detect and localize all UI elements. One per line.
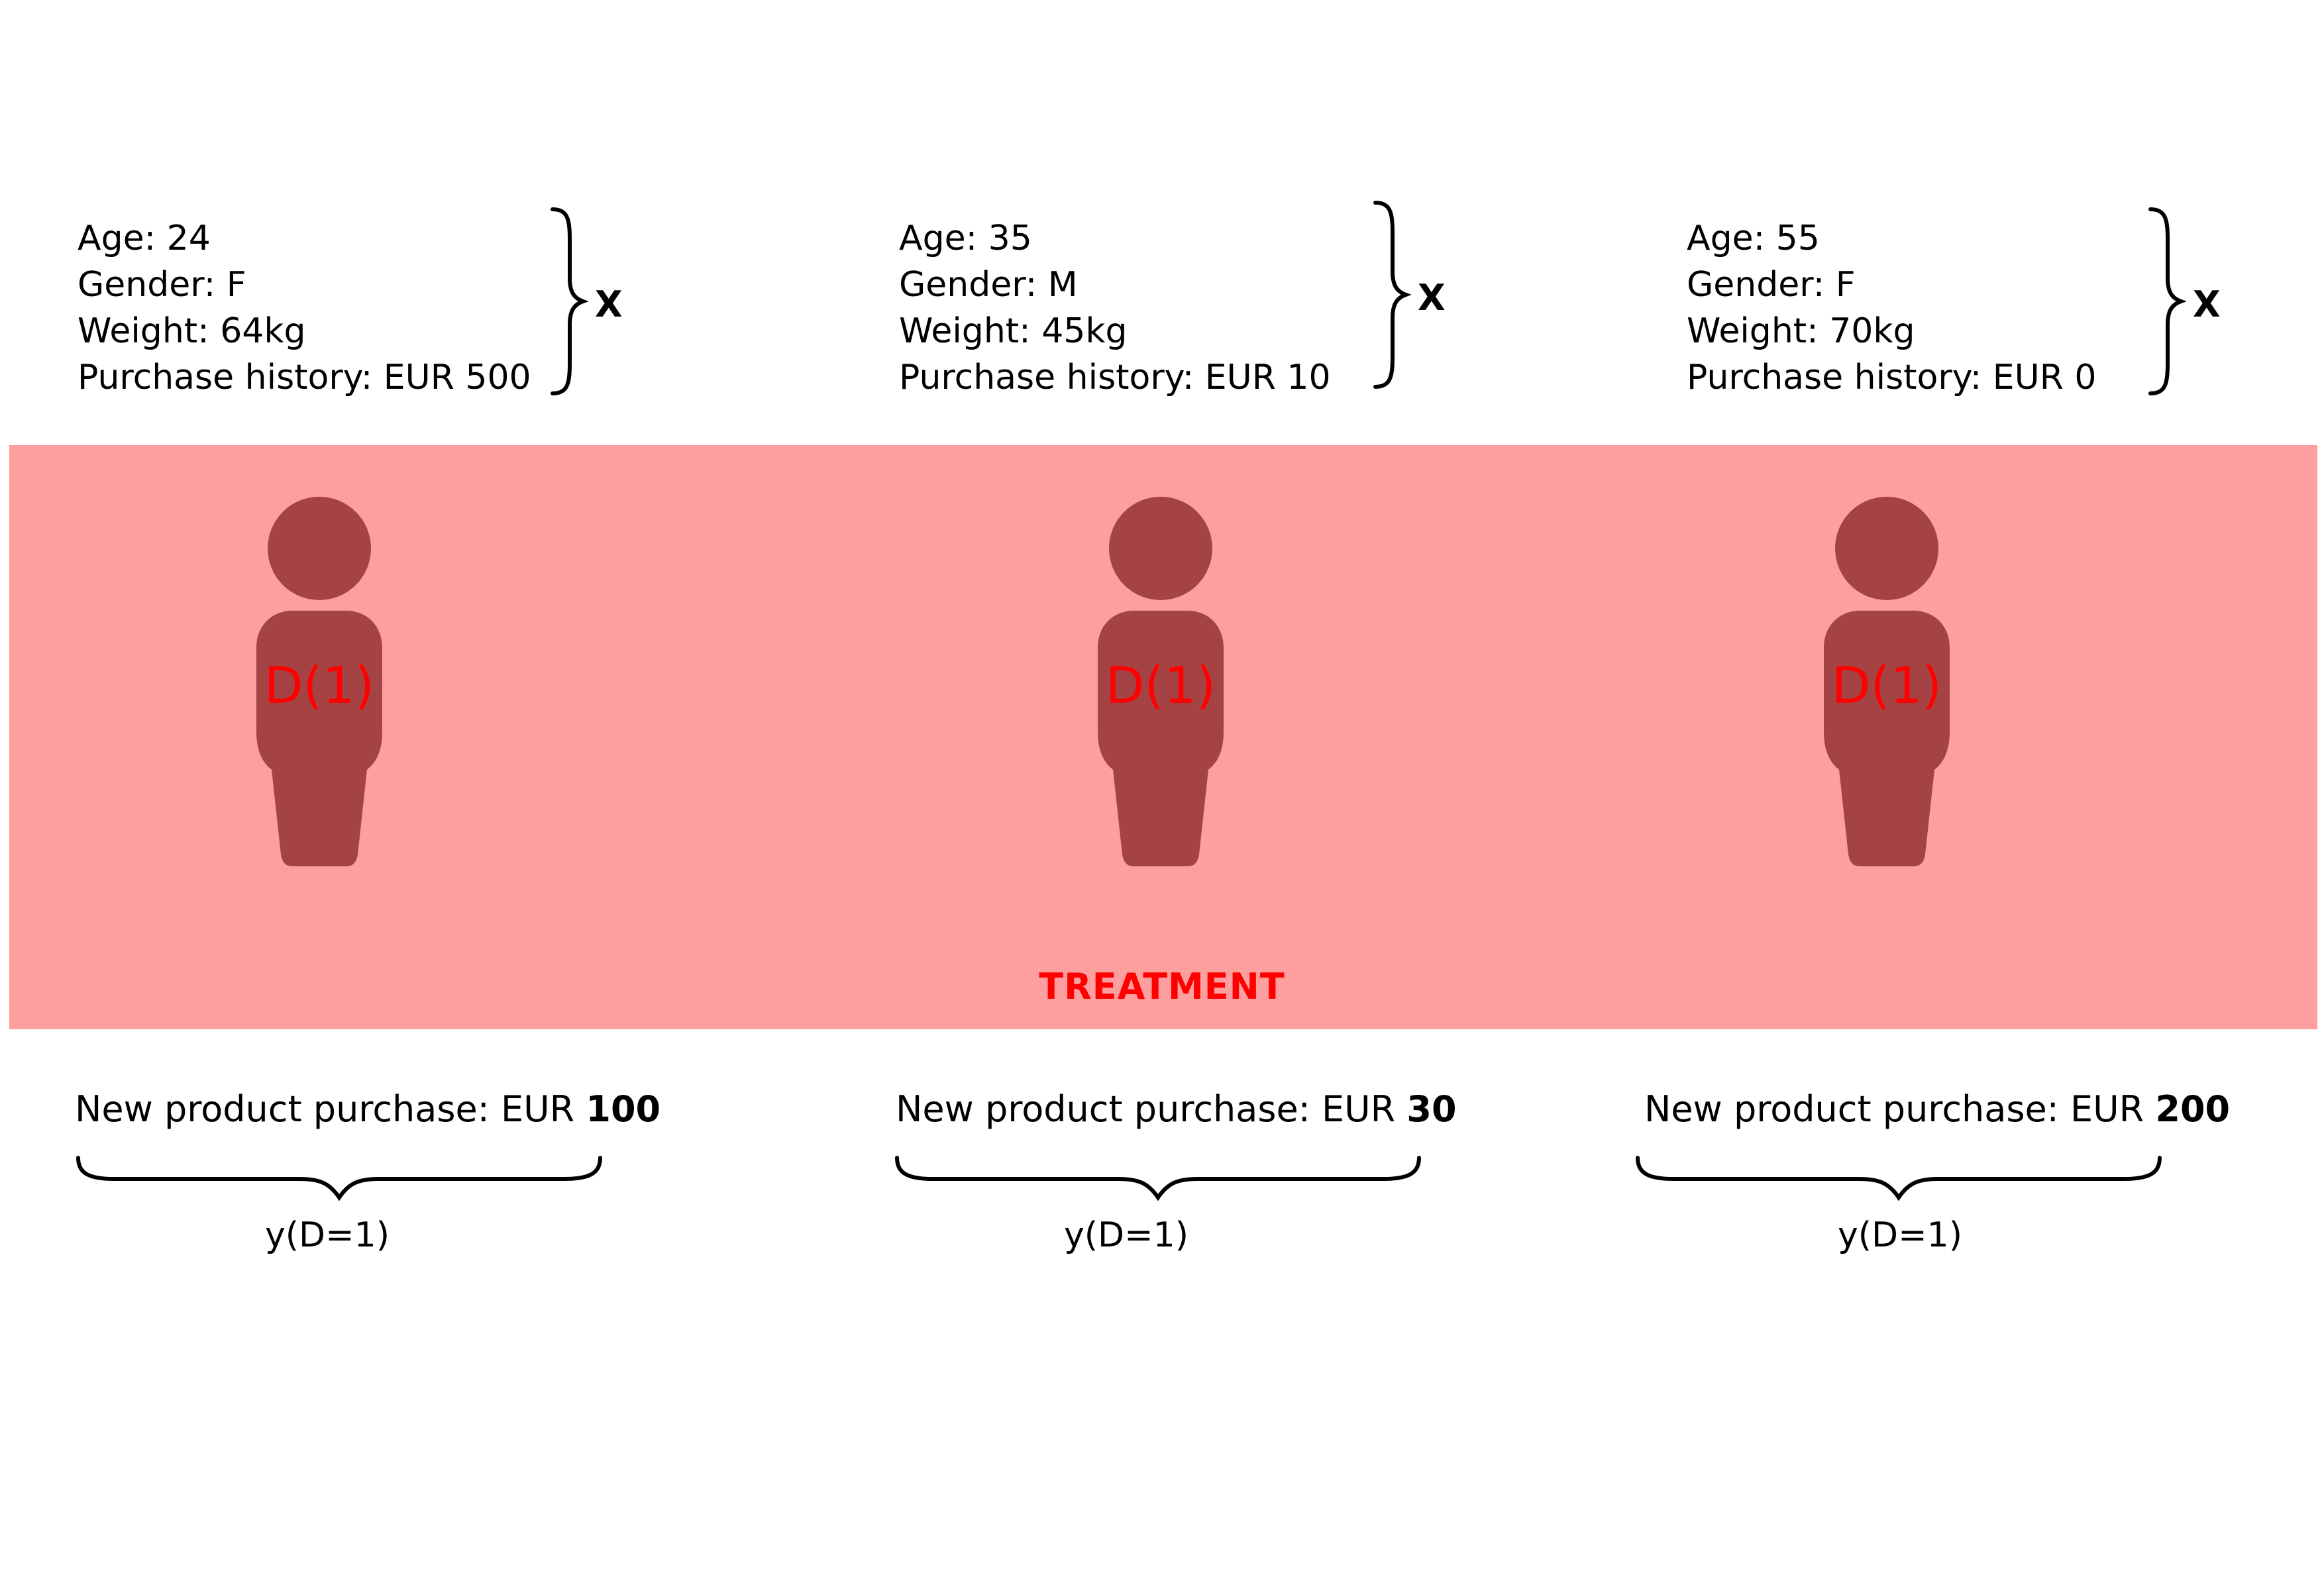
purchase-line-2: New product purchase: EUR 30 <box>896 1086 1457 1133</box>
outcome-label-2: y(D=1) <box>1064 1215 1189 1255</box>
purchase-line-1: New product purchase: EUR 100 <box>75 1086 660 1133</box>
features-brace-label-1: X <box>595 283 623 325</box>
feature-age-3: Age: 55 <box>1687 219 1820 258</box>
right-curly-brace-icon <box>2148 207 2186 395</box>
person-icon <box>1098 497 1224 866</box>
features-block-2: Age: 35 Gender: M Weight: 45kg Purchase … <box>899 215 1331 401</box>
features-brace-label-3: X <box>2193 283 2221 325</box>
feature-gender-1: Gender: F <box>78 265 246 305</box>
features-block-1: Age: 24 Gender: F Weight: 64kg Purchase … <box>78 215 531 401</box>
treatment-tag-2: D(1) <box>1105 656 1216 715</box>
purchase-amount-3: 200 <box>2155 1088 2231 1130</box>
person-figure-2: D(1) <box>1094 497 1227 868</box>
treatment-tag-3: D(1) <box>1831 656 1942 715</box>
treatment-tag-1: D(1) <box>264 656 375 715</box>
person-figure-3: D(1) <box>1821 497 1953 868</box>
feature-weight-1: Weight: 64kg <box>78 311 306 351</box>
features-block-3: Age: 55 Gender: F Weight: 70kg Purchase … <box>1687 215 2096 401</box>
feature-weight-3: Weight: 70kg <box>1687 311 1915 351</box>
feature-age-1: Age: 24 <box>78 219 211 258</box>
right-curly-brace-icon <box>1373 201 1411 389</box>
outcome-label-3: y(D=1) <box>1838 1215 1963 1255</box>
purchase-prefix-2: New product purchase: EUR <box>896 1088 1407 1130</box>
feature-age-2: Age: 35 <box>899 219 1032 258</box>
feature-purchase-history-2: Purchase history: EUR 10 <box>899 358 1331 397</box>
purchase-amount-2: 30 <box>1406 1088 1457 1130</box>
purchase-line-3: New product purchase: EUR 200 <box>1644 1086 2230 1133</box>
feature-weight-2: Weight: 45kg <box>899 311 1128 351</box>
bottom-curly-brace-icon <box>1636 1156 2162 1201</box>
feature-gender-2: Gender: M <box>899 265 1078 305</box>
purchase-prefix-1: New product purchase: EUR <box>75 1088 586 1130</box>
feature-purchase-history-3: Purchase history: EUR 0 <box>1687 358 2097 397</box>
purchase-amount-1: 100 <box>586 1088 661 1130</box>
bottom-curly-brace-icon <box>76 1156 602 1201</box>
right-curly-brace-icon <box>551 207 588 395</box>
person-icon <box>1824 497 1950 866</box>
treatment-label: TREATMENT <box>1039 966 1285 1007</box>
person-figure-1: D(1) <box>253 497 386 868</box>
features-brace-label-2: X <box>1418 277 1446 319</box>
outcome-label-1: y(D=1) <box>265 1215 390 1255</box>
person-icon <box>256 497 382 866</box>
bottom-curly-brace-icon <box>895 1156 1421 1201</box>
feature-purchase-history-1: Purchase history: EUR 500 <box>78 358 531 397</box>
purchase-prefix-3: New product purchase: EUR <box>1644 1088 2156 1130</box>
feature-gender-3: Gender: F <box>1687 265 1856 305</box>
